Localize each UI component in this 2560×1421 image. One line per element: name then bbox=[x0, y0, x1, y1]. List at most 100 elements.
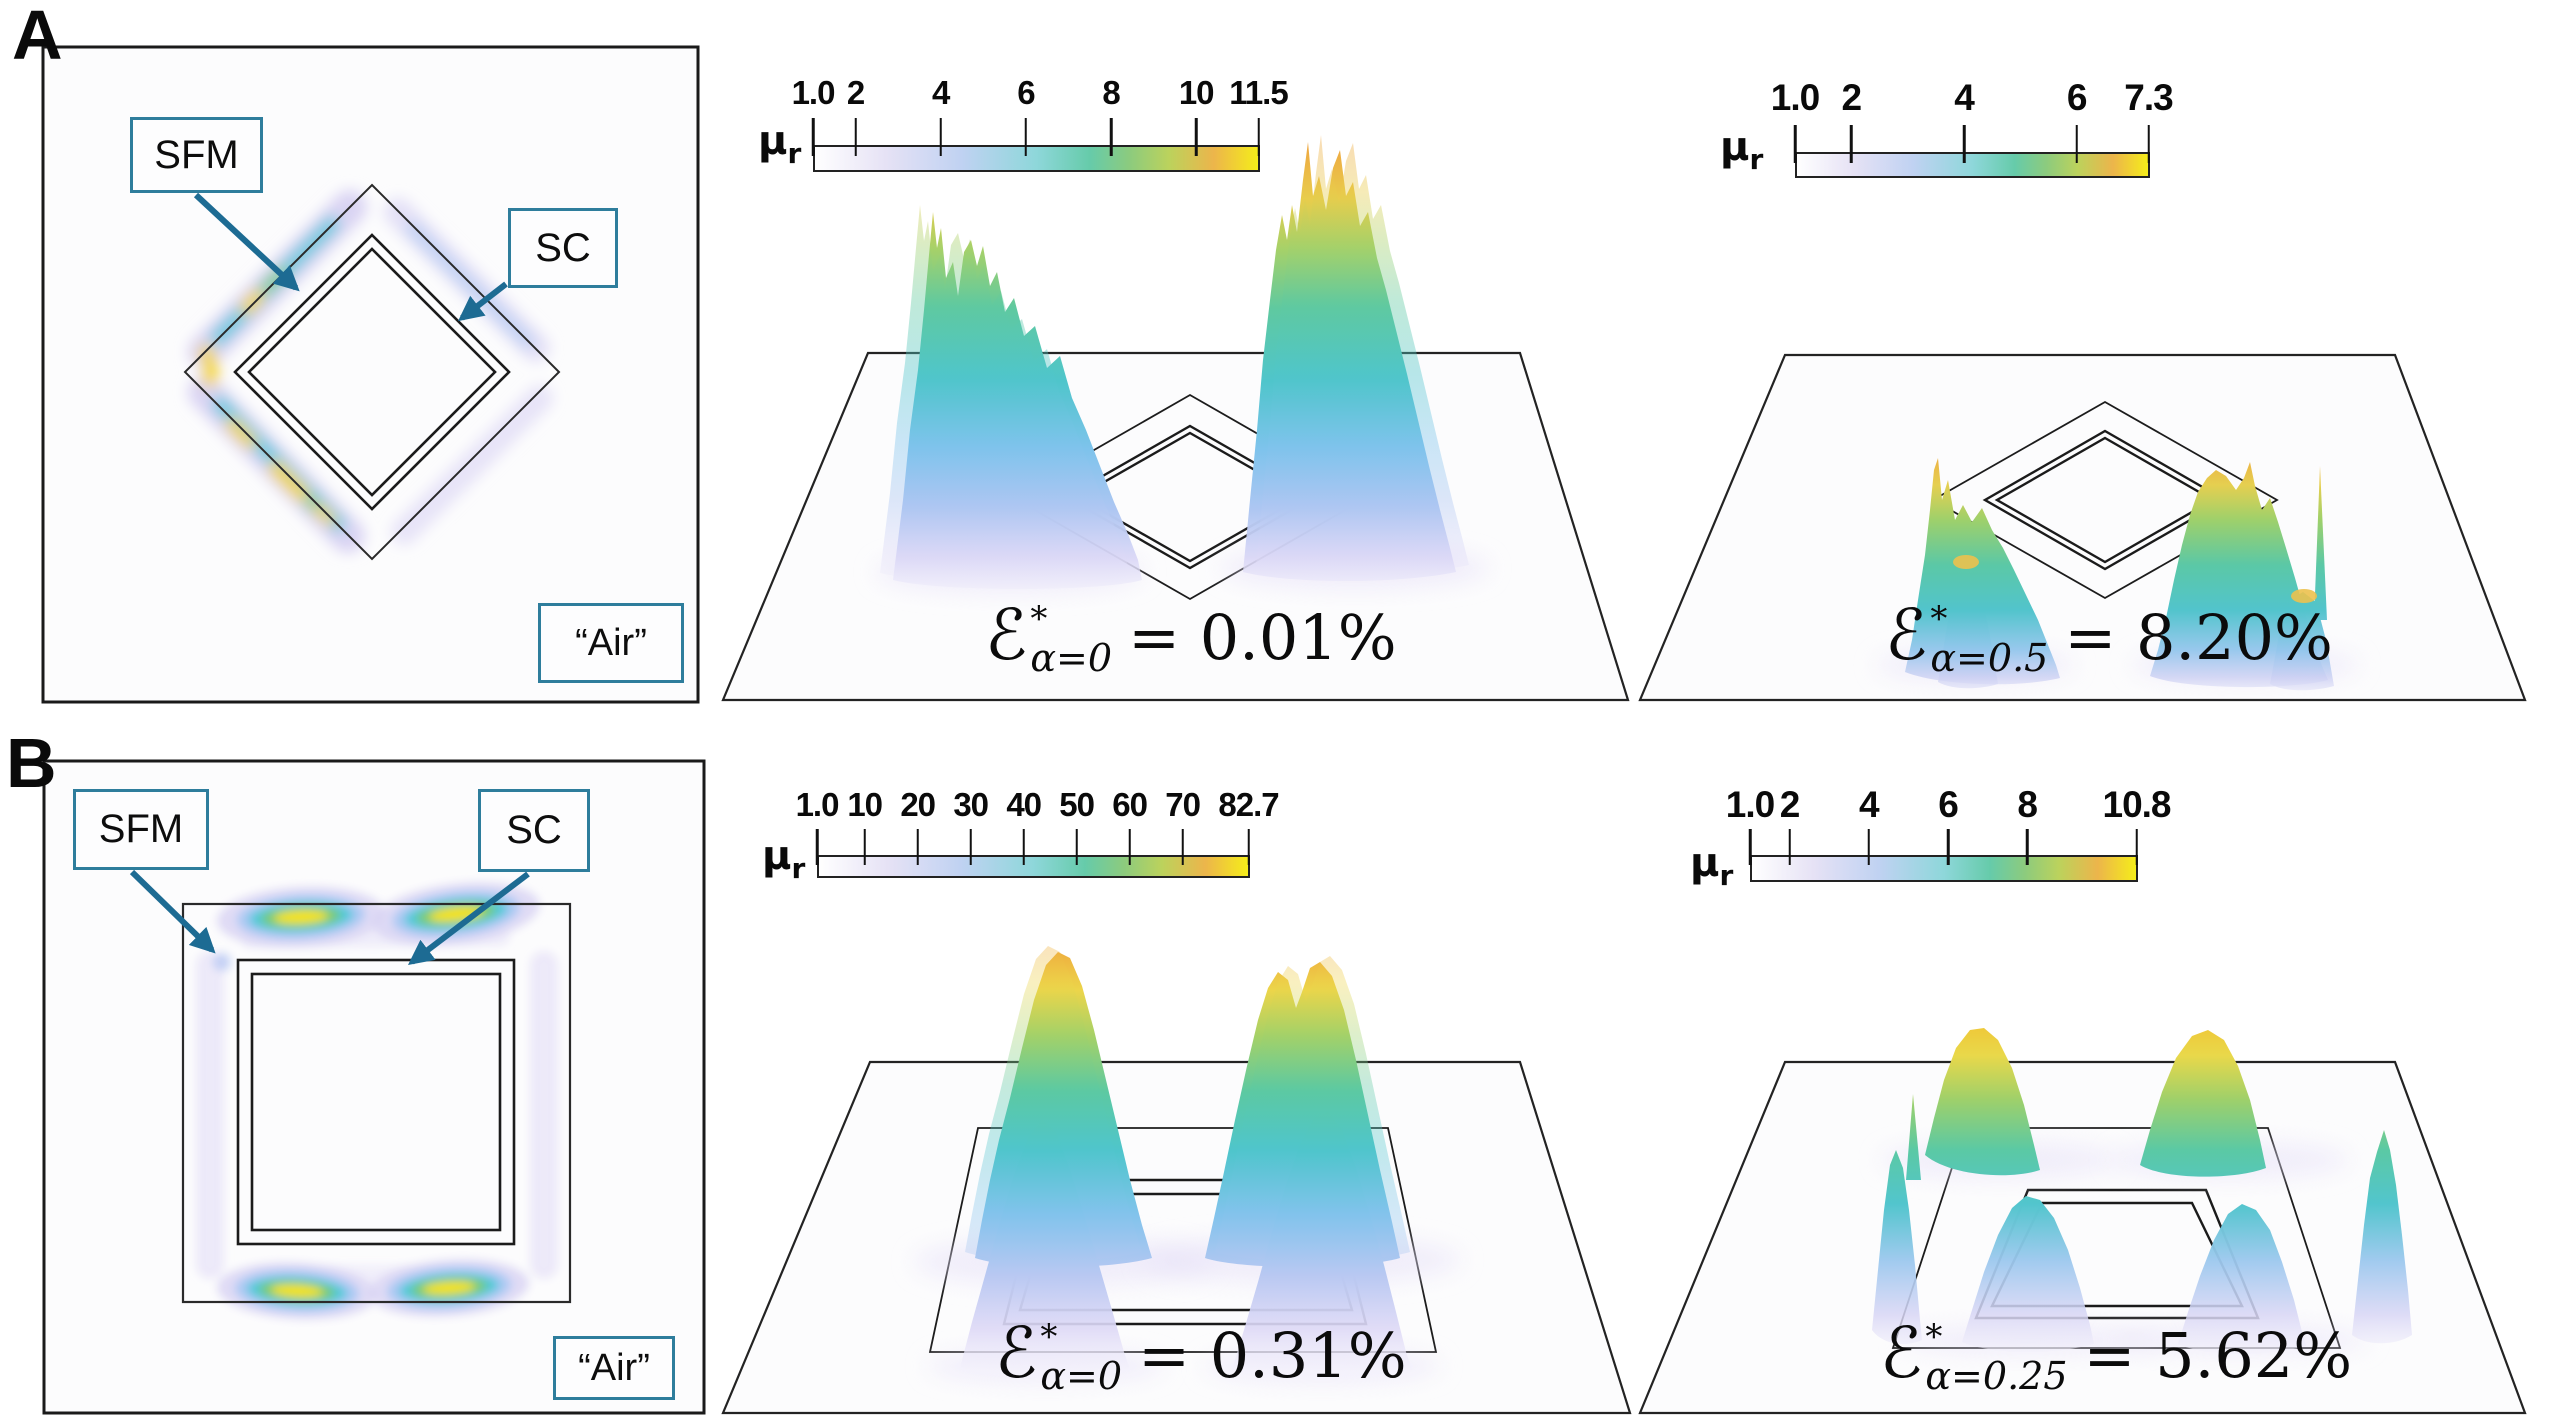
colorbar-tick bbox=[2075, 125, 2078, 163]
colorbar-tick-label: 11.5 bbox=[1229, 74, 1288, 111]
mu-r-label: μr bbox=[1690, 840, 1733, 892]
colorbar-tick-label: 70 bbox=[1165, 786, 1201, 823]
colorbar-tick bbox=[916, 829, 919, 865]
colorbar-tick-label: 2 bbox=[1779, 784, 1801, 825]
colorbar-b-mid: 1.0 10 20 30 40 50 60 70 82.7 bbox=[796, 786, 1280, 882]
air-label-text: “Air” bbox=[575, 621, 647, 664]
colorbar-tick-label: 6 bbox=[1017, 74, 1035, 111]
colorbar-gradient bbox=[817, 855, 1250, 878]
colorbar-tick bbox=[1257, 118, 1260, 156]
surface-ridge-left bbox=[1872, 1150, 1922, 1345]
colorbar-tick-label: 2 bbox=[846, 74, 865, 111]
colorbar-tick-label: 4 bbox=[1859, 784, 1880, 825]
colorbar-tick bbox=[2135, 829, 2138, 865]
panel-a-surface-alpha0 bbox=[721, 135, 1630, 702]
colorbar-tick bbox=[815, 829, 819, 865]
sc-square-outer bbox=[236, 958, 516, 1246]
sfm-outer-square bbox=[181, 902, 572, 1304]
colorbar-tick-label: 8 bbox=[1102, 74, 1120, 111]
colorbar-tick-label: 8 bbox=[2017, 784, 2038, 825]
colorbar-tick bbox=[1748, 829, 1752, 865]
mu-symbol: μ bbox=[762, 833, 792, 879]
surface-ridge-right bbox=[2352, 1130, 2412, 1344]
colorbar-tick-label: 10 bbox=[1178, 74, 1215, 111]
error-subscript: α=0 bbox=[1030, 635, 1113, 680]
colorbar-tick bbox=[1109, 118, 1113, 156]
error-superscript: * bbox=[1930, 599, 1948, 639]
colorbar-tick bbox=[2025, 829, 2029, 865]
colorbar-tick bbox=[811, 118, 815, 156]
error-subscript: α=0.25 bbox=[1925, 1353, 2068, 1398]
error-symbol: ℰ bbox=[995, 1312, 1038, 1394]
panel-a-surface-alpha05 bbox=[1638, 353, 2527, 702]
colorbar-tick bbox=[1181, 829, 1184, 865]
sfm-arrow bbox=[129, 869, 216, 954]
error-superscript: * bbox=[1925, 1317, 1943, 1357]
mu-r-label: μr bbox=[758, 118, 801, 170]
error-supsub: *α=0 bbox=[1040, 1317, 1122, 1394]
sc-square-inner bbox=[250, 972, 502, 1232]
panel-b-letter: B bbox=[6, 724, 57, 802]
sfm-label-a: SFM bbox=[130, 117, 263, 193]
colorbar-gradient bbox=[813, 145, 1260, 172]
sc-arrow bbox=[407, 871, 530, 966]
sc-diamond-inner bbox=[247, 247, 497, 497]
mu-subscript: r bbox=[1719, 859, 1734, 892]
colorbar-tick bbox=[1247, 829, 1250, 865]
sc-arrow bbox=[458, 281, 508, 322]
colorbar-tick bbox=[1075, 829, 1078, 865]
colorbar-tick-label: 4 bbox=[932, 74, 950, 111]
panel-b-surface-alpha0 bbox=[721, 946, 1632, 1415]
surface-bump-back-left bbox=[1925, 1028, 2040, 1176]
panel-b-surface-alpha025 bbox=[1638, 1028, 2527, 1415]
colorbar-tick bbox=[1024, 118, 1028, 156]
surface-mound-left bbox=[1905, 458, 2060, 685]
colorbar-tick bbox=[1962, 125, 1966, 163]
error-formula-b-right: ℰ*α=0.25= 5.62% bbox=[1880, 1318, 2352, 1395]
colorbar-tick bbox=[863, 829, 866, 865]
colorbar-tick-label: 40 bbox=[1006, 786, 1042, 823]
colorbar-tick-label: 6 bbox=[1938, 784, 1959, 825]
colorbar-gradient bbox=[1750, 855, 2138, 882]
surface-mound-left-front bbox=[1938, 562, 1998, 689]
colorbar-b-right: 1.0 2 4 6 8 10.8 bbox=[1726, 784, 2172, 882]
air-label-text: “Air” bbox=[578, 1346, 650, 1389]
error-supsub: *α=0.5 bbox=[1930, 599, 2048, 676]
colorbar-tick bbox=[854, 118, 857, 156]
mu-symbol: μ bbox=[758, 118, 788, 164]
colorbar-tick-label: 10.8 bbox=[2102, 784, 2171, 825]
error-formula-a-mid: ℰ*α=0= 0.01% bbox=[985, 600, 1397, 677]
mu-symbol: μ bbox=[1690, 840, 1720, 886]
sc-diamond-outer bbox=[233, 233, 511, 511]
error-value: = 0.01% bbox=[1128, 601, 1397, 674]
error-supsub: *α=0 bbox=[1030, 599, 1113, 680]
colorbar-tick-label: 2 bbox=[1841, 77, 1863, 118]
panel-a-cross-section bbox=[41, 45, 700, 704]
error-superscript: * bbox=[1030, 599, 1048, 639]
colorbar-tick bbox=[1946, 829, 1950, 865]
colorbar-tick-label: 20 bbox=[900, 786, 936, 823]
mu-r-label: μr bbox=[1720, 124, 1763, 176]
error-superscript: * bbox=[1040, 1317, 1058, 1357]
mu-r-label: μr bbox=[762, 833, 805, 885]
sfm-outer-diamond bbox=[183, 183, 561, 561]
sfm-label-text: SFM bbox=[98, 807, 184, 851]
colorbar-tick bbox=[2147, 125, 2150, 163]
air-label-a: “Air” bbox=[538, 603, 684, 683]
panel-a-letter: A bbox=[12, 0, 63, 74]
error-formula-b-mid: ℰ*α=0= 0.31% bbox=[995, 1318, 1407, 1395]
colorbar-gradient bbox=[1795, 152, 2150, 178]
colorbar-tick-label: 1.0 bbox=[791, 74, 836, 111]
error-value: = 5.62% bbox=[2083, 1319, 2353, 1392]
colorbar-tick-label: 6 bbox=[2066, 77, 2088, 118]
colorbar-tick-label: 82.7 bbox=[1218, 786, 1279, 823]
colorbar-tick-label: 1.0 bbox=[795, 786, 840, 823]
colorbar-tick-label: 60 bbox=[1112, 786, 1148, 823]
colorbar-tick-label: 4 bbox=[1954, 77, 1975, 118]
colorbar-tick bbox=[1022, 829, 1025, 865]
colorbar-tick bbox=[1788, 829, 1791, 865]
colorbar-tick bbox=[1867, 829, 1871, 865]
sc-label-text: SC bbox=[506, 808, 562, 852]
error-formula-a-right: ℰ*α=0.5= 8.20% bbox=[1885, 600, 2333, 677]
